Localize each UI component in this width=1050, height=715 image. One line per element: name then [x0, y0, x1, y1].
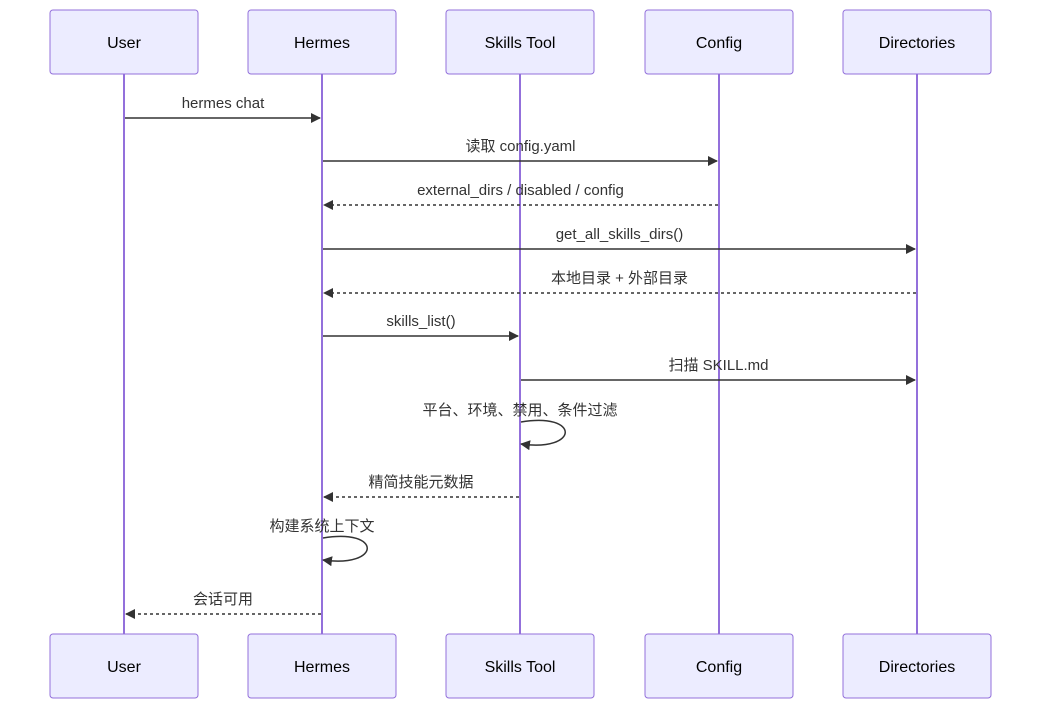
participant-label: Config: [696, 659, 742, 676]
participant-user-top: User: [49, 9, 199, 75]
participant-skills-top: Skills Tool: [445, 9, 595, 75]
lifelines: [123, 74, 918, 634]
message-label: 读取 config.yaml: [465, 138, 575, 155]
message-11: 会话可用: [125, 591, 321, 619]
message-10: 构建系统上下文: [269, 518, 375, 567]
message-arrow: [520, 419, 566, 451]
message-9: 精简技能元数据: [323, 474, 519, 502]
participant-box: [445, 633, 595, 699]
message-label: 平台、环境、禁用、条件过滤: [422, 401, 617, 419]
message-label: skills_list(): [386, 313, 455, 330]
message-label: 精简技能元数据: [368, 474, 473, 491]
participant-box: [644, 633, 794, 699]
participant-box: [247, 9, 397, 75]
participant-label: User: [107, 659, 141, 676]
message-label: 构建系统上下文: [269, 518, 374, 535]
participant-label: Directories: [879, 35, 955, 52]
message-label: 扫描 SKILL.md: [668, 357, 768, 374]
message-4: get_all_skills_dirs(): [323, 226, 916, 254]
message-arrow: [322, 535, 368, 567]
participant-label: Config: [696, 35, 742, 52]
participant-label: Skills Tool: [485, 35, 556, 52]
participant-box: [247, 633, 397, 699]
participant-box: [842, 9, 992, 75]
message-7: 扫描 SKILL.md: [521, 357, 916, 385]
participant-label: Skills Tool: [485, 659, 556, 676]
message-label: 会话可用: [193, 591, 253, 608]
message-6: skills_list(): [323, 313, 519, 341]
participant-label: Directories: [879, 659, 955, 676]
participant-skills-bottom: Skills Tool: [445, 633, 595, 699]
message-label: 本地目录 + 外部目录: [551, 270, 688, 287]
participant-label: User: [107, 35, 141, 52]
participant-dirs-top: Directories: [842, 9, 992, 75]
participant-config-top: Config: [644, 9, 794, 75]
participant-box: [49, 9, 199, 75]
participant-label: Hermes: [294, 35, 350, 52]
message-2: 读取 config.yaml: [323, 138, 718, 166]
message-5: 本地目录 + 外部目录: [323, 270, 916, 298]
participant-box: [445, 9, 595, 75]
actors-top: User Hermes Skills Tool Config Directories: [49, 9, 992, 75]
participant-hermes-top: Hermes: [247, 9, 397, 75]
message-label: get_all_skills_dirs(): [556, 226, 684, 243]
messages: hermes chat 读取 config.yaml external_dirs /…: [125, 95, 916, 619]
actors-bottom: User Hermes Skills Tool Config Directories: [49, 633, 992, 699]
participant-box: [644, 9, 794, 75]
participant-box: [49, 633, 199, 699]
message-3: external_dirs / disabled / config: [323, 182, 718, 210]
message-1: hermes chat: [125, 95, 321, 123]
message-label: hermes chat: [182, 95, 265, 112]
participant-box: [842, 633, 992, 699]
participant-dirs-bottom: Directories: [842, 633, 992, 699]
participant-user-bottom: User: [49, 633, 199, 699]
participant-config-bottom: Config: [644, 633, 794, 699]
participant-label: Hermes: [294, 659, 350, 676]
participant-hermes-bottom: Hermes: [247, 633, 397, 699]
message-8: 平台、环境、禁用、条件过滤: [422, 401, 618, 451]
message-label: external_dirs / disabled / config: [417, 182, 624, 199]
